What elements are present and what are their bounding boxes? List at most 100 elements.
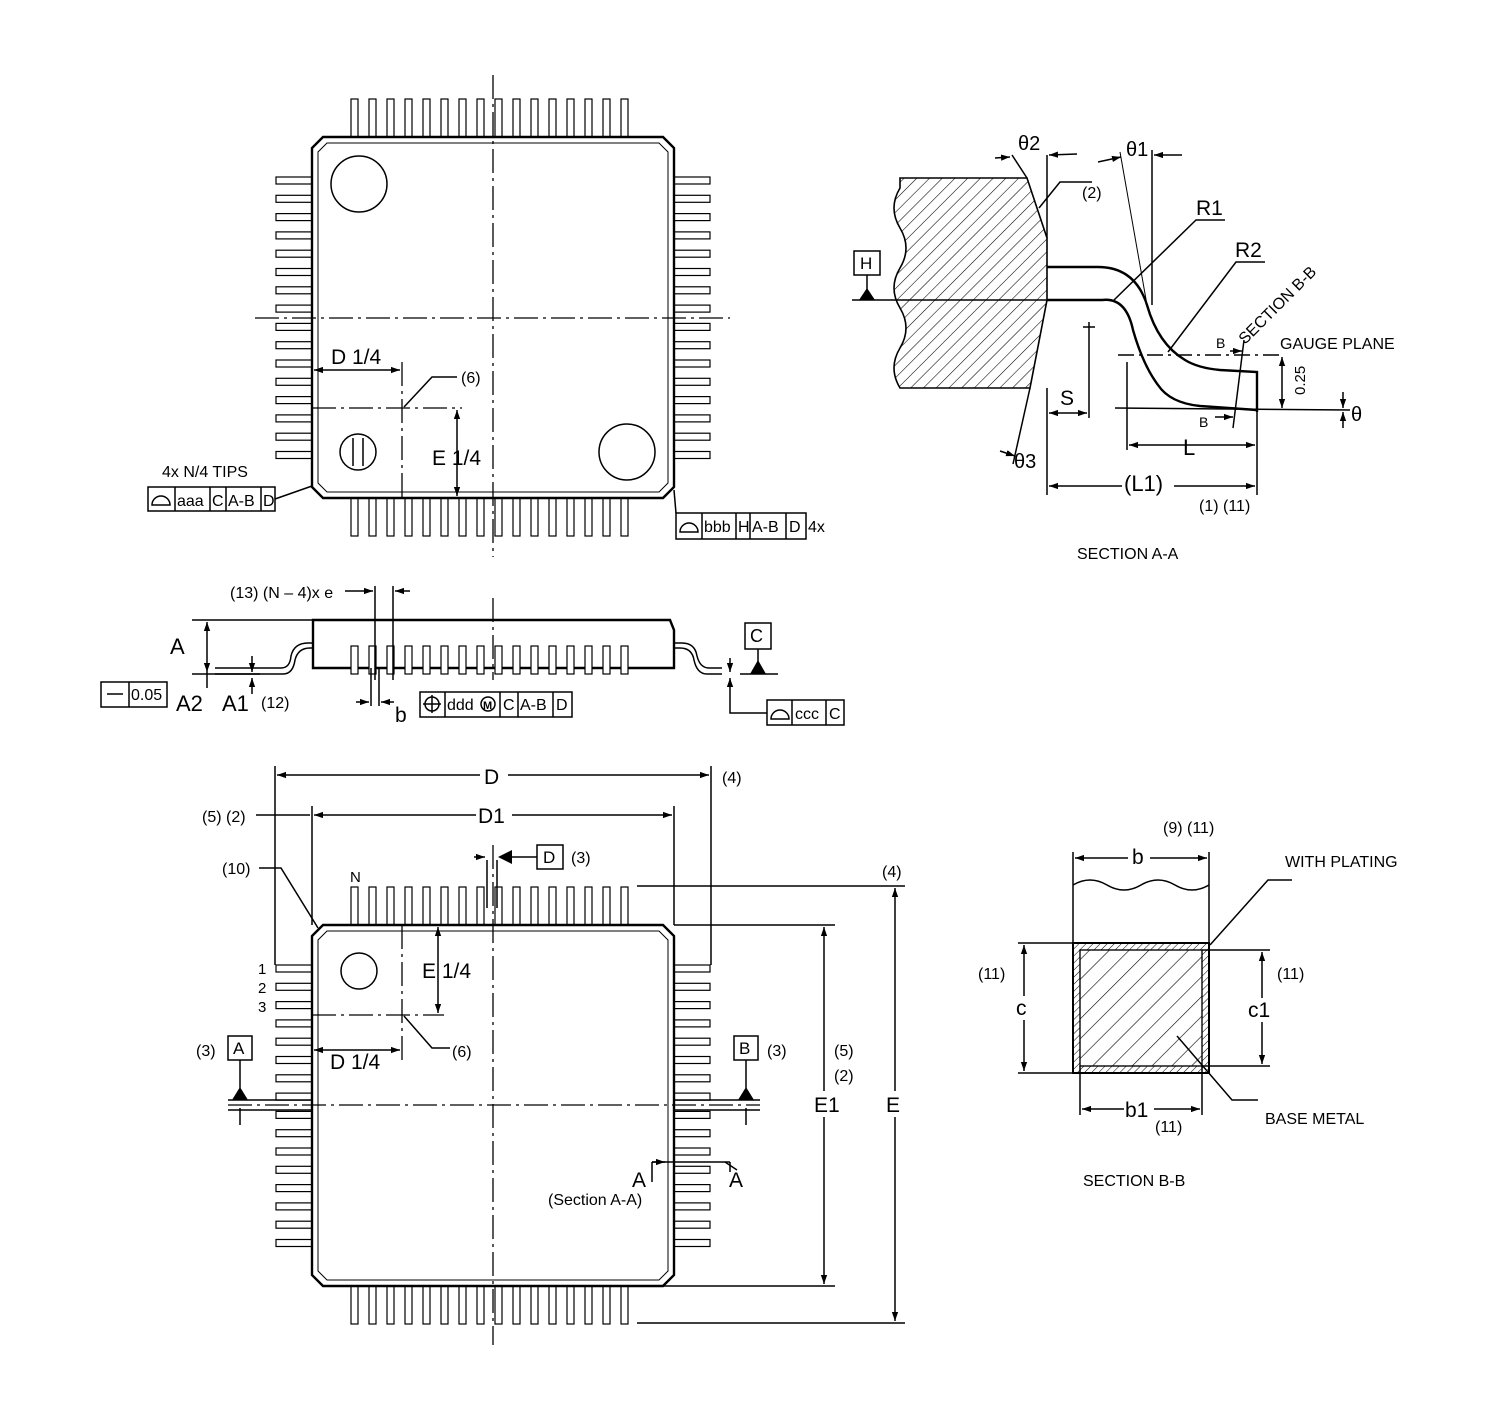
lead xyxy=(673,267,711,277)
lead xyxy=(673,432,711,441)
lead xyxy=(512,1285,521,1325)
dim-A2: A2 xyxy=(176,691,203,716)
lead xyxy=(673,176,711,185)
lead xyxy=(275,414,313,423)
lead xyxy=(275,286,313,295)
svg-text:(3): (3) xyxy=(571,850,591,867)
svg-text:B: B xyxy=(1199,414,1208,430)
svg-text:(3): (3) xyxy=(767,1043,787,1060)
svg-text:ccc: ccc xyxy=(795,706,819,723)
lead xyxy=(275,396,313,405)
lead xyxy=(275,194,313,203)
lead xyxy=(386,497,395,537)
theta-label: θ xyxy=(1351,404,1362,426)
lead xyxy=(673,304,711,313)
lead xyxy=(620,497,629,537)
lead xyxy=(350,1285,359,1325)
lead xyxy=(275,1165,313,1174)
flatness-frame: 0.05 xyxy=(100,681,168,708)
lead xyxy=(275,982,313,991)
lead xyxy=(602,645,611,675)
lead xyxy=(404,98,413,138)
lead xyxy=(602,886,611,926)
lead xyxy=(368,886,377,926)
lead xyxy=(275,1019,313,1028)
dim-L: L xyxy=(1183,435,1195,460)
svg-text:C: C xyxy=(212,493,224,510)
svg-text:C: C xyxy=(829,706,841,723)
datum-C: C xyxy=(740,622,778,675)
lead xyxy=(368,1285,377,1325)
dim-b-bb: b xyxy=(1132,846,1144,869)
datum-D: D xyxy=(543,848,555,867)
svg-text:(11): (11) xyxy=(978,966,1005,983)
d-quarter-label-bottom: D 1/4 xyxy=(330,1051,381,1074)
dim-L1: (L1) xyxy=(1124,471,1163,496)
lead xyxy=(673,1165,711,1174)
datum-A: A xyxy=(233,1039,245,1058)
lead xyxy=(584,886,593,926)
lead xyxy=(673,1074,711,1083)
lead xyxy=(275,231,313,240)
lead xyxy=(620,1285,629,1325)
lead xyxy=(275,1000,313,1010)
lead xyxy=(275,1238,313,1248)
lead xyxy=(530,497,539,537)
lead xyxy=(530,645,539,675)
lead xyxy=(275,1183,313,1193)
svg-text:A-B: A-B xyxy=(752,519,779,536)
lead xyxy=(673,1202,711,1211)
lead xyxy=(275,213,313,222)
lead xyxy=(548,98,557,138)
dim-E: E xyxy=(886,1094,900,1117)
lead xyxy=(350,98,359,138)
lead xyxy=(350,497,359,537)
note-12-label: (12) xyxy=(261,695,289,712)
section-a-a: H θ2 θ1 (2) R1 R2 SECTION B-B GAUGE PLAN… xyxy=(852,133,1395,563)
lead xyxy=(566,98,575,138)
lead xyxy=(673,1019,711,1028)
lead xyxy=(458,645,467,675)
svg-text:M: M xyxy=(483,700,492,712)
lead xyxy=(350,645,359,675)
lead xyxy=(422,886,431,926)
lead xyxy=(530,98,539,138)
lead xyxy=(512,645,521,675)
svg-text:A-B: A-B xyxy=(520,697,547,714)
lead xyxy=(584,497,593,537)
lead xyxy=(458,98,467,138)
lead xyxy=(275,1074,313,1083)
lead xyxy=(673,982,711,991)
svg-text:4x: 4x xyxy=(808,519,825,536)
lead xyxy=(673,964,711,973)
lead xyxy=(602,497,611,537)
ejector-pin-mark xyxy=(330,155,388,213)
e-quarter-label-bottom: E 1/4 xyxy=(422,960,471,983)
lead xyxy=(476,886,485,926)
svg-text:A-B: A-B xyxy=(228,493,255,510)
lead xyxy=(512,98,521,138)
lead xyxy=(566,886,575,926)
bottom-view: D (4) D1 (5) (2) (10) N D (3) (4) E1 E (… xyxy=(196,764,905,1345)
lead xyxy=(275,322,313,331)
lead xyxy=(476,645,485,675)
lead xyxy=(602,1285,611,1325)
dim-b1: b1 xyxy=(1125,1099,1148,1122)
lead xyxy=(275,304,313,313)
lead xyxy=(422,98,431,138)
e-quarter-label: E 1/4 xyxy=(432,447,481,470)
lead xyxy=(275,359,313,368)
lead xyxy=(494,645,503,675)
svg-text:2: 2 xyxy=(258,980,266,997)
svg-text:3: 3 xyxy=(258,999,266,1016)
dim-A: A xyxy=(170,634,185,659)
svg-text:C: C xyxy=(503,697,515,714)
base-metal-label: BASE METAL xyxy=(1265,1111,1364,1128)
profile-tolerance-frame-bbb: bbb H A-B D 4x xyxy=(675,512,825,540)
lead xyxy=(673,322,711,331)
lead xyxy=(584,98,593,138)
svg-text:(3): (3) xyxy=(196,1043,216,1060)
lead xyxy=(386,98,395,138)
section-ref: (Section A-A) xyxy=(548,1192,642,1209)
note-4-right: (4) xyxy=(882,864,902,881)
